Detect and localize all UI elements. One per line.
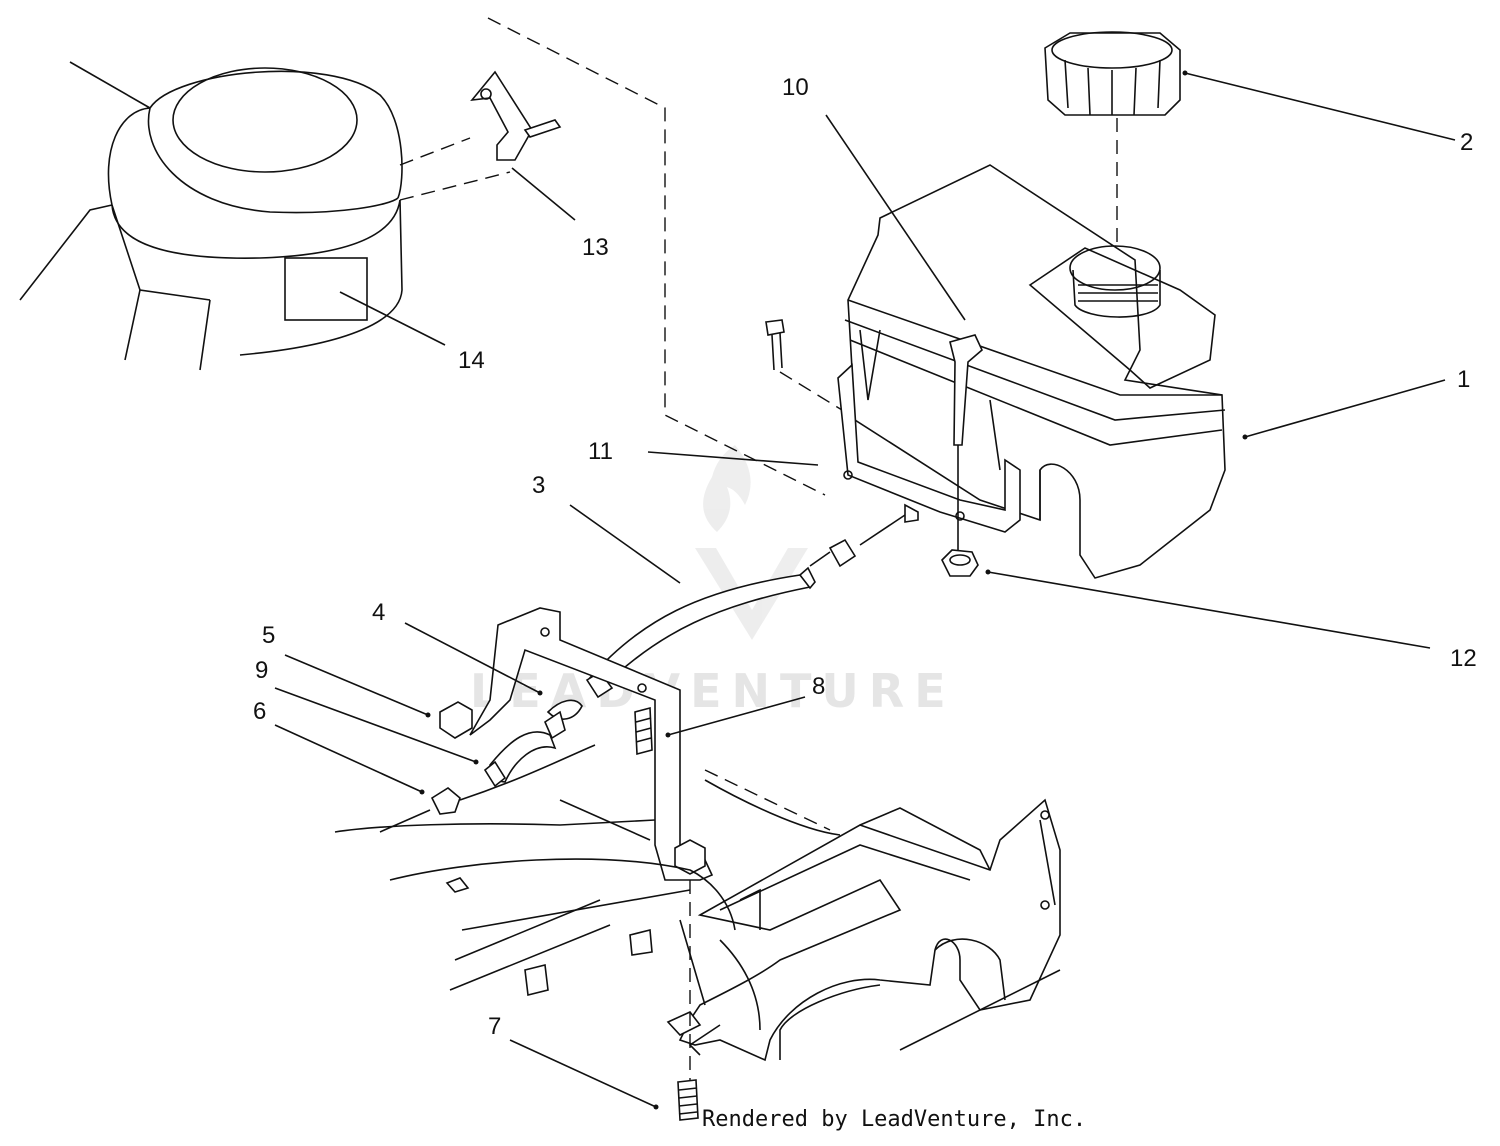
plug-5 (439, 701, 473, 739)
callout-10: 10 (782, 74, 809, 101)
callout-14: 14 (458, 347, 485, 374)
callout-11: 11 (588, 438, 613, 465)
support-bracket-8 (469, 607, 714, 881)
callout-2: 2 (1460, 129, 1473, 156)
tie-down-10 (949, 334, 983, 560)
callout-13: 13 (582, 234, 609, 261)
engine-shroud (19, 61, 403, 371)
frame-chassis (334, 769, 1061, 1062)
callout-1: 1 (1457, 366, 1470, 393)
callout-5: 5 (262, 622, 275, 649)
callout-6: 6 (253, 698, 266, 725)
callout-9: 9 (255, 657, 268, 684)
fuel-tank (844, 164, 1226, 579)
callout-4: 4 (372, 599, 385, 626)
render-credit: Rendered by LeadVenture, Inc. (702, 1107, 1086, 1132)
callout-3: 3 (532, 472, 545, 499)
nut-12 (941, 549, 979, 577)
leader-lines (274, 70, 1456, 1110)
bracket-13 (399, 70, 562, 201)
bolt-7 (677, 880, 699, 1121)
callout-7: 7 (488, 1013, 501, 1040)
callout-8: 8 (812, 673, 825, 700)
callout-labels: 1 2 3 4 5 6 7 8 9 10 11 12 13 14 (253, 74, 1477, 1040)
leadventure-watermark: LEADVENTURE (470, 445, 956, 718)
clamp-6 (430, 787, 461, 815)
fuel-cap (1044, 31, 1181, 250)
tank-bracket-11 (837, 329, 1021, 533)
watermark-text: LEADVENTURE (470, 664, 956, 718)
callout-12: 12 (1450, 645, 1477, 672)
